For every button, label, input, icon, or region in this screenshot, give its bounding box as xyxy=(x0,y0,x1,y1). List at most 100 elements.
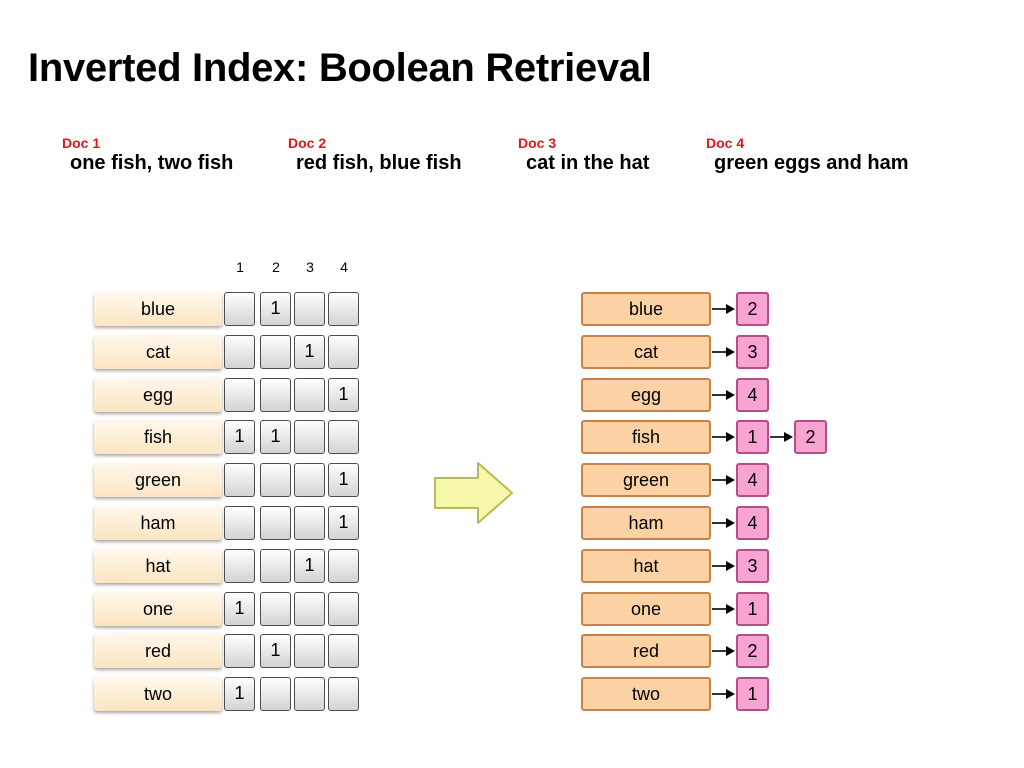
column-header-doc-4: 4 xyxy=(340,259,348,275)
matrix-cell xyxy=(294,592,325,626)
column-header-doc-1: 1 xyxy=(236,259,244,275)
matrix-cell xyxy=(260,463,291,497)
matrix-cell xyxy=(260,506,291,540)
pointer-arrow-icon xyxy=(712,689,735,699)
matrix-cell xyxy=(260,592,291,626)
matrix-cell xyxy=(224,335,255,369)
matrix-cell xyxy=(328,677,359,711)
index-term-one: one xyxy=(581,592,711,626)
pointer-arrow-icon xyxy=(712,432,735,442)
matrix-cell xyxy=(328,335,359,369)
column-header-doc-3: 3 xyxy=(306,259,314,275)
matrix-cell xyxy=(224,378,255,412)
matrix-cell xyxy=(260,677,291,711)
index-term-ham: ham xyxy=(581,506,711,540)
matrix-term-red: red xyxy=(94,634,222,668)
matrix-term-green: green xyxy=(94,463,222,497)
matrix-term-ham: ham xyxy=(94,506,222,540)
posting-doc-id: 1 xyxy=(736,420,769,454)
column-header-doc-2: 2 xyxy=(272,259,280,275)
matrix-cell: 1 xyxy=(294,335,325,369)
index-term-egg: egg xyxy=(581,378,711,412)
posting-doc-id: 3 xyxy=(736,549,769,583)
matrix-cell xyxy=(224,506,255,540)
document-label: Doc 1 xyxy=(62,135,101,151)
matrix-cell xyxy=(260,378,291,412)
document-label: Doc 2 xyxy=(288,135,327,151)
matrix-cell xyxy=(328,292,359,326)
matrix-cell xyxy=(294,292,325,326)
matrix-term-egg: egg xyxy=(94,378,222,412)
posting-doc-id: 3 xyxy=(736,335,769,369)
pointer-arrow-icon xyxy=(712,518,735,528)
matrix-cell: 1 xyxy=(328,463,359,497)
matrix-term-hat: hat xyxy=(94,549,222,583)
matrix-cell xyxy=(260,335,291,369)
pointer-arrow-icon xyxy=(712,304,735,314)
matrix-term-blue: blue xyxy=(94,292,222,326)
posting-doc-id: 1 xyxy=(736,677,769,711)
index-term-red: red xyxy=(581,634,711,668)
index-term-cat: cat xyxy=(581,335,711,369)
index-term-green: green xyxy=(581,463,711,497)
matrix-cell xyxy=(328,549,359,583)
posting-doc-id: 4 xyxy=(736,378,769,412)
pointer-arrow-icon xyxy=(712,347,735,357)
document-text: cat in the hat xyxy=(526,152,650,174)
index-term-blue: blue xyxy=(581,292,711,326)
document-text: one fish, two fish xyxy=(70,152,234,174)
pointer-arrow-icon xyxy=(770,432,793,442)
matrix-cell: 1 xyxy=(328,378,359,412)
document-label: Doc 3 xyxy=(518,135,557,151)
pointer-arrow-icon xyxy=(712,604,735,614)
document-label: Doc 4 xyxy=(706,135,745,151)
matrix-cell: 1 xyxy=(224,592,255,626)
pointer-arrow-icon xyxy=(712,561,735,571)
matrix-cell xyxy=(294,677,325,711)
posting-doc-id: 2 xyxy=(794,420,827,454)
matrix-term-two: two xyxy=(94,677,222,711)
matrix-cell xyxy=(224,292,255,326)
matrix-term-cat: cat xyxy=(94,335,222,369)
index-term-fish: fish xyxy=(581,420,711,454)
pointer-arrow-icon xyxy=(712,390,735,400)
document-text: red fish, blue fish xyxy=(296,152,462,174)
matrix-cell: 1 xyxy=(260,292,291,326)
matrix-cell xyxy=(328,634,359,668)
matrix-cell xyxy=(294,420,325,454)
matrix-cell: 1 xyxy=(260,634,291,668)
matrix-term-fish: fish xyxy=(94,420,222,454)
matrix-cell: 1 xyxy=(260,420,291,454)
matrix-cell xyxy=(328,592,359,626)
pointer-arrow-icon xyxy=(712,475,735,485)
slide-title: Inverted Index: Boolean Retrieval xyxy=(28,46,652,90)
index-term-hat: hat xyxy=(581,549,711,583)
right-arrow-icon xyxy=(434,462,513,524)
matrix-cell xyxy=(224,549,255,583)
matrix-cell xyxy=(224,463,255,497)
matrix-cell xyxy=(260,549,291,583)
posting-doc-id: 4 xyxy=(736,463,769,497)
matrix-cell xyxy=(224,634,255,668)
document-text: green eggs and ham xyxy=(714,152,909,174)
matrix-term-one: one xyxy=(94,592,222,626)
matrix-cell xyxy=(328,420,359,454)
matrix-cell xyxy=(294,506,325,540)
posting-doc-id: 2 xyxy=(736,634,769,668)
pointer-arrow-icon xyxy=(712,646,735,656)
matrix-cell: 1 xyxy=(224,677,255,711)
index-term-two: two xyxy=(581,677,711,711)
matrix-cell xyxy=(294,378,325,412)
matrix-cell: 1 xyxy=(328,506,359,540)
posting-doc-id: 4 xyxy=(736,506,769,540)
matrix-cell: 1 xyxy=(294,549,325,583)
matrix-cell xyxy=(294,634,325,668)
posting-doc-id: 2 xyxy=(736,292,769,326)
matrix-cell xyxy=(294,463,325,497)
matrix-cell: 1 xyxy=(224,420,255,454)
posting-doc-id: 1 xyxy=(736,592,769,626)
